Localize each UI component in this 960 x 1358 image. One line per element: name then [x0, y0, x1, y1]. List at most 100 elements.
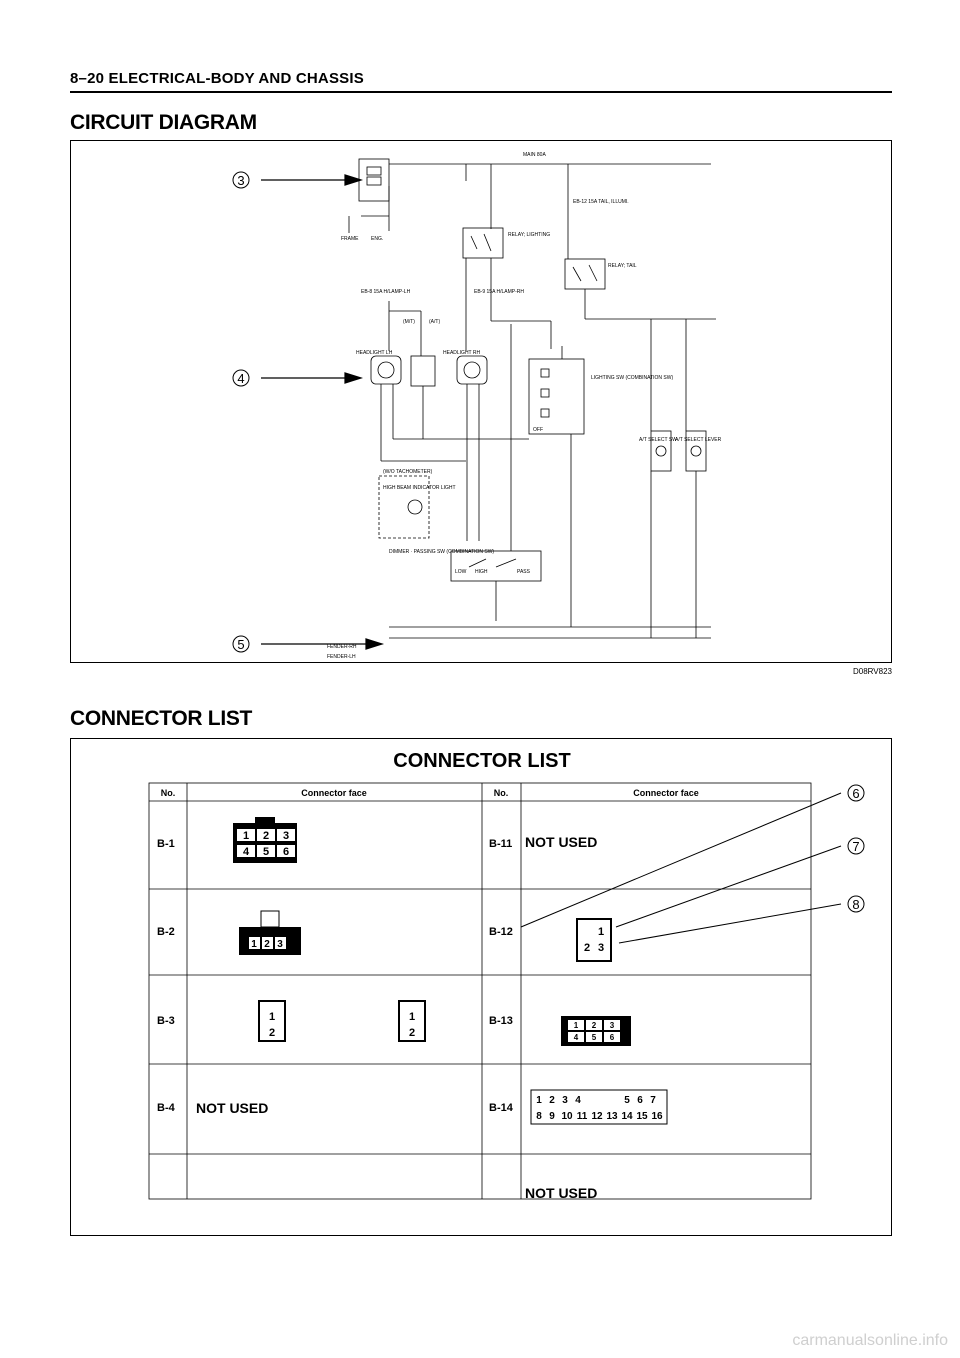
callout-7: 7 — [852, 839, 859, 854]
label-low: LOW — [455, 569, 467, 575]
svg-text:6: 6 — [637, 1095, 643, 1106]
label-lighting-switch: LIGHTING SW (COMBINATION SW) — [591, 375, 673, 381]
label-relay-tail: RELAY; TAIL — [608, 263, 637, 269]
column-header-face-right: Connector face — [633, 788, 699, 798]
row-no-b3: B-3 — [157, 1015, 175, 1027]
row-no-b1: B-1 — [157, 838, 175, 850]
column-header-no-left: No. — [161, 788, 176, 798]
svg-text:16: 16 — [651, 1111, 663, 1122]
section-title-circuit: CIRCUIT DIAGRAM — [70, 111, 257, 134]
label-off: OFF — [533, 427, 543, 433]
svg-text:2: 2 — [269, 1027, 275, 1039]
connector-list-panel: CONNECTOR LIST No. Connector face No. Co… — [70, 738, 892, 1236]
svg-text:12: 12 — [591, 1111, 603, 1122]
label-mt: (M/T) — [403, 319, 415, 325]
svg-text:2: 2 — [409, 1027, 415, 1039]
svg-text:14: 14 — [621, 1111, 633, 1122]
label-fuse-eb12: EB-12 15A TAIL, ILLUMI. — [573, 199, 629, 205]
watermark: carmanualsonline.info — [792, 1332, 948, 1349]
svg-text:6: 6 — [283, 846, 289, 858]
connector-list-title: CONNECTOR LIST — [393, 750, 570, 772]
label-fuse-eb9: EB-9 15A H/LAMP-RH — [474, 289, 524, 295]
row-no-b2: B-2 — [157, 926, 175, 938]
row-no-b11: B-11 — [489, 838, 512, 850]
label-headlight-lh: HEADLIGHT LH — [356, 350, 393, 356]
svg-text:2: 2 — [549, 1095, 555, 1106]
svg-text:11: 11 — [577, 1111, 588, 1122]
connector-list-svg: CONNECTOR LIST No. Connector face No. Co… — [148, 750, 865, 1201]
svg-text:9: 9 — [549, 1111, 555, 1122]
connector-b3: 1 2 1 2 — [258, 1000, 426, 1042]
svg-text:1: 1 — [409, 1011, 415, 1023]
callout-8: 8 — [852, 897, 859, 912]
circuit-diagram: 3 4 5 MAIN 80A EB-12 15A TAIL, ILLUMI. E… — [70, 140, 892, 663]
callout-6: 6 — [852, 786, 859, 801]
svg-text:6: 6 — [610, 1033, 615, 1042]
svg-text:1: 1 — [536, 1095, 542, 1106]
svg-text:2: 2 — [264, 939, 270, 950]
svg-text:13: 13 — [606, 1111, 618, 1122]
figure-id: D08RV823 — [853, 667, 892, 676]
b15-not-used: NOT USED — [525, 1185, 597, 1201]
svg-text:5: 5 — [263, 846, 269, 858]
svg-text:7: 7 — [650, 1095, 656, 1106]
svg-text:1: 1 — [251, 939, 257, 950]
callout-4: 4 — [237, 371, 244, 386]
callout-3: 3 — [237, 173, 244, 188]
svg-text:3: 3 — [610, 1021, 615, 1030]
b4-not-used: NOT USED — [196, 1100, 268, 1116]
svg-text:3: 3 — [277, 939, 283, 950]
page-header-title: 8–20 ELECTRICAL-BODY AND CHASSIS — [70, 70, 364, 87]
label-at-select-lever: A/T SELECT LEVER — [675, 437, 722, 443]
circuit-diagram-svg: 3 4 5 MAIN 80A EB-12 15A TAIL, ILLUMI. E… — [232, 152, 722, 660]
svg-text:8: 8 — [536, 1111, 542, 1122]
label-engine: ENG. — [371, 236, 383, 242]
label-pass: PASS — [517, 569, 531, 575]
label-frame: FRAME — [341, 236, 359, 242]
section-title-connectors: CONNECTOR LIST — [70, 707, 253, 730]
label-at: (A/T) — [429, 319, 440, 325]
svg-text:1: 1 — [243, 830, 249, 842]
svg-text:4: 4 — [574, 1033, 579, 1042]
label-high-beam: HIGH BEAM INDICATOR LIGHT — [383, 485, 456, 491]
connector-b13: 1 2 3 4 5 6 — [561, 1016, 631, 1046]
row-no-b13: B-13 — [489, 1015, 513, 1027]
row-no-b14: B-14 — [489, 1102, 514, 1114]
svg-text:3: 3 — [283, 830, 289, 842]
svg-text:5: 5 — [624, 1095, 630, 1106]
svg-text:2: 2 — [592, 1021, 597, 1030]
svg-text:1: 1 — [598, 926, 604, 938]
row-no-b12: B-12 — [489, 926, 513, 938]
column-header-face-left: Connector face — [301, 788, 367, 798]
connector-b14: 1 2 3 4 5 6 7 8 9 10 11 12 13 14 15 16 — [530, 1089, 668, 1125]
svg-text:1: 1 — [574, 1021, 579, 1030]
svg-text:1: 1 — [269, 1011, 275, 1023]
label-at-select-sw: A/T SELECT SW — [639, 437, 677, 443]
svg-text:3: 3 — [562, 1095, 568, 1106]
label-main-fuse: MAIN 80A — [523, 152, 546, 158]
row-no-b4: B-4 — [157, 1102, 176, 1114]
label-fuse-eb8: EB-8 15A H/LAMP-LH — [361, 289, 411, 295]
label-headlight-rh: HEADLIGHT RH — [443, 350, 481, 356]
svg-text:4: 4 — [243, 846, 250, 858]
b11-not-used: NOT USED — [525, 834, 597, 850]
svg-text:15: 15 — [636, 1111, 648, 1122]
connector-b2: 1 2 3 — [239, 910, 301, 955]
svg-text:10: 10 — [561, 1111, 573, 1122]
svg-text:5: 5 — [592, 1033, 597, 1042]
column-header-no-right: No. — [494, 788, 509, 798]
connector-b1: 1 2 3 4 5 6 — [233, 817, 297, 863]
label-fender-lh: FENDER-LH — [327, 654, 356, 660]
label-tachometer: (W/O TACHOMETER) — [383, 469, 433, 475]
connector-b12: 1 2 3 — [576, 918, 612, 962]
svg-text:2: 2 — [263, 830, 269, 842]
label-dimmer-switch: DIMMER · PASSING SW (COMBINATION SW) — [389, 549, 494, 555]
label-fender-rh: FENDER-RH — [327, 644, 357, 650]
label-high: HIGH — [475, 569, 488, 575]
svg-text:3: 3 — [598, 942, 604, 954]
header-rule — [70, 91, 892, 93]
callout-5: 5 — [237, 637, 244, 652]
label-relay-lighting: RELAY; LIGHTING — [508, 232, 550, 238]
svg-text:4: 4 — [575, 1095, 581, 1106]
svg-text:2: 2 — [584, 942, 590, 954]
